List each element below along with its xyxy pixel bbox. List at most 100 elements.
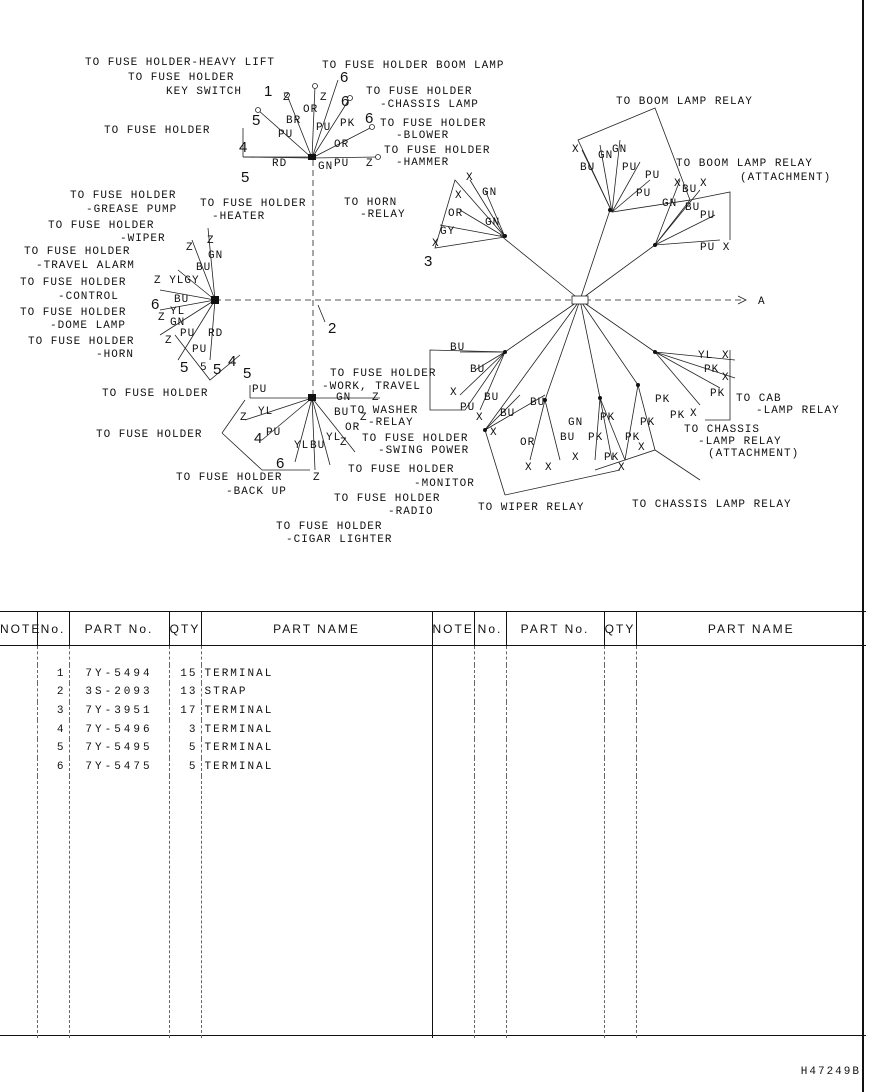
label-boom-lamp-fh: TO FUSE HOLDER BOOM LAMP bbox=[322, 60, 504, 72]
svg-text:Z: Z bbox=[360, 412, 368, 424]
svg-text:6: 6 bbox=[365, 110, 373, 127]
label-washer-1: TO WASHER bbox=[350, 405, 418, 417]
label-backup-1: TO FUSE HOLDER bbox=[176, 472, 282, 484]
svg-text:Z: Z bbox=[186, 242, 194, 254]
cell-part-name: TERMINAL bbox=[200, 757, 432, 777]
cell-note bbox=[0, 758, 37, 777]
label-chassis-relay-att-3: (ATTACHMENT) bbox=[708, 448, 799, 460]
svg-text:PU: PU bbox=[252, 384, 267, 396]
svg-text:PK: PK bbox=[588, 432, 603, 444]
svg-text:PU: PU bbox=[192, 344, 207, 356]
svg-text:Z: Z bbox=[320, 92, 328, 104]
label-fh-low: TO FUSE HOLDER bbox=[96, 429, 202, 441]
svg-text:X: X bbox=[690, 408, 698, 420]
svg-text:4: 4 bbox=[239, 139, 247, 156]
svg-text:Z: Z bbox=[207, 235, 215, 247]
svg-text:PK: PK bbox=[604, 452, 619, 464]
svg-text:X: X bbox=[700, 178, 708, 190]
svg-text:BR: BR bbox=[286, 115, 301, 127]
svg-text:PU: PU bbox=[266, 427, 281, 439]
col-no-2: No. bbox=[473, 612, 506, 646]
svg-text:X: X bbox=[572, 144, 580, 156]
svg-text:PU X: PU X bbox=[700, 242, 730, 254]
svg-text:PK: PK bbox=[640, 417, 655, 429]
svg-text:GY: GY bbox=[440, 226, 455, 238]
svg-text:PU: PU bbox=[700, 210, 715, 222]
label-cab-relay-2: -LAMP RELAY bbox=[756, 405, 840, 417]
label-chassis-relay: TO CHASSIS LAMP RELAY bbox=[632, 499, 792, 511]
cell-no: 4 bbox=[36, 720, 69, 739]
label-fh-mid: TO FUSE HOLDER bbox=[102, 388, 208, 400]
svg-text:X: X bbox=[572, 452, 580, 464]
svg-text:RD: RD bbox=[208, 328, 223, 340]
label-heater-1: TO FUSE HOLDER bbox=[200, 198, 306, 210]
cell-part-name: TERMINAL bbox=[200, 738, 432, 758]
svg-text:GN: GN bbox=[318, 161, 333, 173]
cell-part-name: STRAP bbox=[200, 683, 432, 702]
svg-text:BU: BU bbox=[685, 202, 700, 214]
svg-text:PU: PU bbox=[278, 129, 293, 141]
svg-text:Z: Z bbox=[372, 392, 380, 404]
svg-text:6: 6 bbox=[151, 296, 159, 313]
parts-table: NOTE No. PART No. QTY PART NAME NOTE No.… bbox=[0, 612, 866, 1039]
svg-text:PU: PU bbox=[460, 402, 475, 414]
label-washer-2: -RELAY bbox=[368, 417, 414, 429]
svg-text:GN: GN bbox=[568, 417, 583, 429]
cell-qty: 17 bbox=[168, 701, 201, 721]
cell-part-no: 7Y-5475 bbox=[68, 757, 169, 777]
label-hammer-2: -HAMMER bbox=[396, 157, 449, 169]
cell-part-no: 3S-2093 bbox=[68, 683, 169, 702]
cell-part-no: 7Y-5495 bbox=[68, 738, 169, 758]
col-no: No. bbox=[36, 612, 69, 646]
cell-note bbox=[0, 720, 37, 739]
label-wiper-relay: TO WIPER RELAY bbox=[478, 502, 584, 514]
label-monitor-1: TO FUSE HOLDER bbox=[348, 464, 454, 476]
cell-no: 6 bbox=[36, 757, 69, 777]
svg-text:BU: BU bbox=[470, 364, 485, 376]
svg-text:YL: YL bbox=[326, 432, 341, 444]
svg-text:GN: GN bbox=[208, 250, 223, 262]
svg-text:GN: GN bbox=[482, 187, 497, 199]
label-hammer-1: TO FUSE HOLDER bbox=[384, 145, 490, 157]
label-monitor-2: -MONITOR bbox=[414, 478, 475, 490]
svg-text:X: X bbox=[432, 238, 440, 250]
col-qty: QTY bbox=[168, 612, 201, 646]
svg-text:6: 6 bbox=[276, 455, 284, 472]
svg-text:PK: PK bbox=[670, 410, 685, 422]
label-fh-left-top: TO FUSE HOLDER bbox=[104, 125, 210, 137]
label-heavy-lift: TO FUSE HOLDER-HEAVY LIFT bbox=[85, 57, 275, 69]
svg-text:PU: PU bbox=[334, 158, 349, 170]
label-wiper-2: -WIPER bbox=[120, 233, 166, 245]
label-grease-2: -GREASE PUMP bbox=[86, 204, 177, 216]
label-swing-2: -SWING POWER bbox=[378, 445, 469, 457]
label-control-1: TO FUSE HOLDER bbox=[20, 277, 126, 289]
arrow-a-label: A bbox=[758, 296, 766, 308]
label-radio-1: TO FUSE HOLDER bbox=[334, 493, 440, 505]
svg-text:4: 4 bbox=[254, 430, 262, 447]
svg-text:PK: PK bbox=[704, 364, 719, 376]
svg-text:GN: GN bbox=[485, 217, 500, 229]
callout-2: 2 bbox=[328, 320, 336, 337]
svg-text:PK: PK bbox=[655, 394, 670, 406]
svg-text:BU: BU bbox=[484, 392, 499, 404]
label-control-2: -CONTROL bbox=[58, 291, 119, 303]
cell-part-name: TERMINAL bbox=[200, 701, 432, 721]
svg-text:PK: PK bbox=[340, 118, 355, 130]
svg-text:PU: PU bbox=[645, 170, 660, 182]
svg-text:X: X bbox=[466, 172, 474, 184]
cell-note bbox=[0, 739, 37, 758]
label-cigar-1: TO FUSE HOLDER bbox=[276, 521, 382, 533]
label-grease-1: TO FUSE HOLDER bbox=[70, 190, 176, 202]
svg-text:BU: BU bbox=[174, 294, 189, 306]
svg-text:6: 6 bbox=[341, 93, 349, 110]
svg-text:6: 6 bbox=[340, 69, 348, 86]
svg-text:X: X bbox=[722, 372, 730, 384]
svg-text:PU: PU bbox=[636, 188, 651, 200]
svg-text:YL: YL bbox=[698, 350, 713, 362]
svg-text:BU: BU bbox=[530, 397, 545, 409]
label-wiper-1: TO FUSE HOLDER bbox=[48, 220, 154, 232]
label-blower-2: -BLOWER bbox=[396, 130, 449, 142]
